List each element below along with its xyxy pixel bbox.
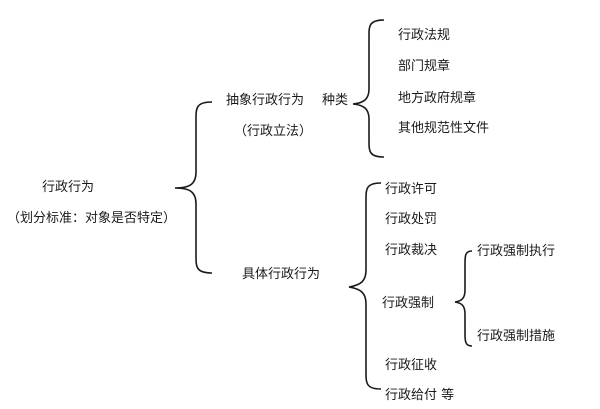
abstract-types-label: 种类 (322, 93, 349, 108)
enforcement-subitem: 行政强制执行 (477, 244, 556, 259)
abstract-type-item: 地方政府规章 (398, 91, 477, 106)
abstract-type-item: 部门规章 (398, 59, 451, 74)
abstract-types-brace (352, 19, 385, 158)
abstract-type-item: 行政法规 (398, 28, 451, 43)
abstract-type-item: 其他规范性文件 (398, 121, 490, 136)
specific-item-enforcement: 行政强制 (382, 296, 435, 311)
specific-item: 行政裁决 (385, 243, 438, 258)
enforcement-brace (454, 250, 473, 347)
abstract-label: 抽象行政行为 (226, 93, 305, 108)
specific-item: 行政处罚 (385, 212, 438, 227)
specific-item: 行政征收 (385, 358, 438, 373)
specific-items-brace (348, 182, 382, 390)
specific-label: 具体行政行为 (242, 267, 321, 282)
enforcement-subitem: 行政强制措施 (477, 329, 556, 344)
root-brace (174, 101, 213, 274)
root-label: 行政行为 (42, 180, 95, 195)
specific-item: 行政许可 (385, 182, 438, 197)
specific-item: 行政给付 等 (385, 388, 455, 403)
root-note: （划分标准：对象是否特定） (7, 211, 177, 226)
abstract-note: （行政立法） (234, 124, 313, 139)
